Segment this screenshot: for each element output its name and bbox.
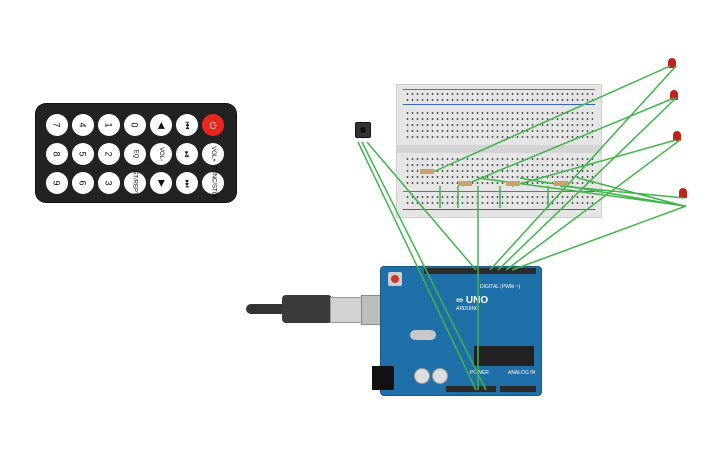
wire xyxy=(505,139,681,271)
remote-button-prev[interactable]: ⏮ xyxy=(176,114,198,136)
breadboard-holes xyxy=(405,181,593,185)
remote-button-8[interactable]: 8 xyxy=(46,143,68,165)
remote-button-9[interactable]: 9 xyxy=(46,172,68,194)
remote-button-next[interactable]: ⏭ xyxy=(176,172,198,194)
breadboard-holes xyxy=(405,123,593,127)
resistor xyxy=(420,169,434,174)
ir-remote[interactable]: 7 4 1 0 ◀ ⏮ ⏻ 8 5 2 EQ VOL- ⏯ VOL+ 9 6 3… xyxy=(36,104,236,202)
power-header xyxy=(446,386,496,392)
ir-receiver[interactable] xyxy=(355,122,371,138)
breadboard-holes xyxy=(405,111,593,115)
arduino-uno-board[interactable] xyxy=(380,266,542,396)
led-2[interactable] xyxy=(670,90,678,100)
wire xyxy=(361,141,487,391)
arduino-brand-label: ARDUINO xyxy=(456,306,480,312)
breadboard-holes xyxy=(405,92,593,96)
wire xyxy=(577,177,685,207)
wire xyxy=(432,65,671,173)
remote-button-st-rept[interactable]: ST/REPT xyxy=(124,170,146,196)
reset-button[interactable] xyxy=(388,272,402,286)
breadboard-rail-red-bottom xyxy=(403,191,595,192)
wire xyxy=(366,141,477,271)
wire xyxy=(511,205,687,271)
breadboard-holes xyxy=(405,135,593,139)
led-4[interactable] xyxy=(679,188,687,198)
resistor xyxy=(554,181,568,186)
wire xyxy=(497,97,677,271)
remote-button-func-stop[interactable]: FUNC/STOP xyxy=(202,166,224,200)
wire xyxy=(511,139,677,187)
remote-button-5[interactable]: 5 xyxy=(72,143,94,165)
capacitor xyxy=(414,368,430,384)
remote-button-1[interactable]: 1 xyxy=(98,114,120,136)
power-label: POWER xyxy=(470,370,489,376)
breadboard-center-gap xyxy=(397,145,601,153)
breadboard-holes xyxy=(405,117,593,121)
breadboard-rail-blue-top xyxy=(403,104,595,105)
remote-button-6[interactable]: 6 xyxy=(72,172,94,194)
breadboard-holes xyxy=(405,157,593,161)
arduino-logo: ∞ UNO xyxy=(456,295,489,306)
led-3[interactable] xyxy=(673,131,681,141)
capacitor xyxy=(432,368,448,384)
crystal-oscillator xyxy=(410,330,436,340)
breadboard-rail-red-top xyxy=(403,89,595,90)
remote-button-2[interactable]: 2 xyxy=(98,143,120,165)
resistor xyxy=(506,181,520,186)
wire xyxy=(519,177,685,207)
usb-cable-plug[interactable] xyxy=(282,295,332,323)
remote-button-0[interactable]: 0 xyxy=(124,114,146,136)
analog-label: ANALOG IN xyxy=(508,370,536,376)
usb-cable-wire xyxy=(246,304,286,314)
breadboard-holes xyxy=(405,195,593,199)
breadboard-holes xyxy=(405,129,593,133)
breadboard[interactable] xyxy=(396,84,602,218)
breadboard-holes xyxy=(405,201,593,205)
remote-button-vol-up[interactable]: VOL+ xyxy=(202,143,224,165)
remote-button-4[interactable]: 4 xyxy=(72,114,94,136)
digital-header xyxy=(424,268,536,274)
remote-button-back[interactable]: ◀ xyxy=(150,114,172,136)
remote-button-forward[interactable]: ▶ xyxy=(150,172,172,194)
led-1[interactable] xyxy=(668,58,676,68)
remote-button-3[interactable]: 3 xyxy=(98,172,120,194)
power-jack xyxy=(372,366,394,390)
remote-power-button[interactable]: ⏻ xyxy=(202,114,224,136)
microcontroller-chip xyxy=(474,346,534,366)
digital-label: DIGITAL (PWM ~) xyxy=(480,284,521,290)
breadboard-holes xyxy=(405,98,593,102)
wire xyxy=(489,65,677,271)
remote-button-eq[interactable]: EQ xyxy=(124,143,146,165)
remote-button-7[interactable]: 7 xyxy=(46,114,68,136)
analog-header xyxy=(500,386,536,392)
breadboard-holes xyxy=(405,163,593,167)
breadboard-holes xyxy=(405,175,593,179)
remote-button-play-pause[interactable]: ⏯ xyxy=(176,143,198,165)
wire xyxy=(461,97,675,187)
resistors xyxy=(420,169,568,186)
remote-button-vol-down[interactable]: VOL- xyxy=(150,143,172,165)
resistor xyxy=(458,181,472,186)
breadboard-rail-blue-bottom xyxy=(403,209,595,210)
wire xyxy=(357,141,477,391)
